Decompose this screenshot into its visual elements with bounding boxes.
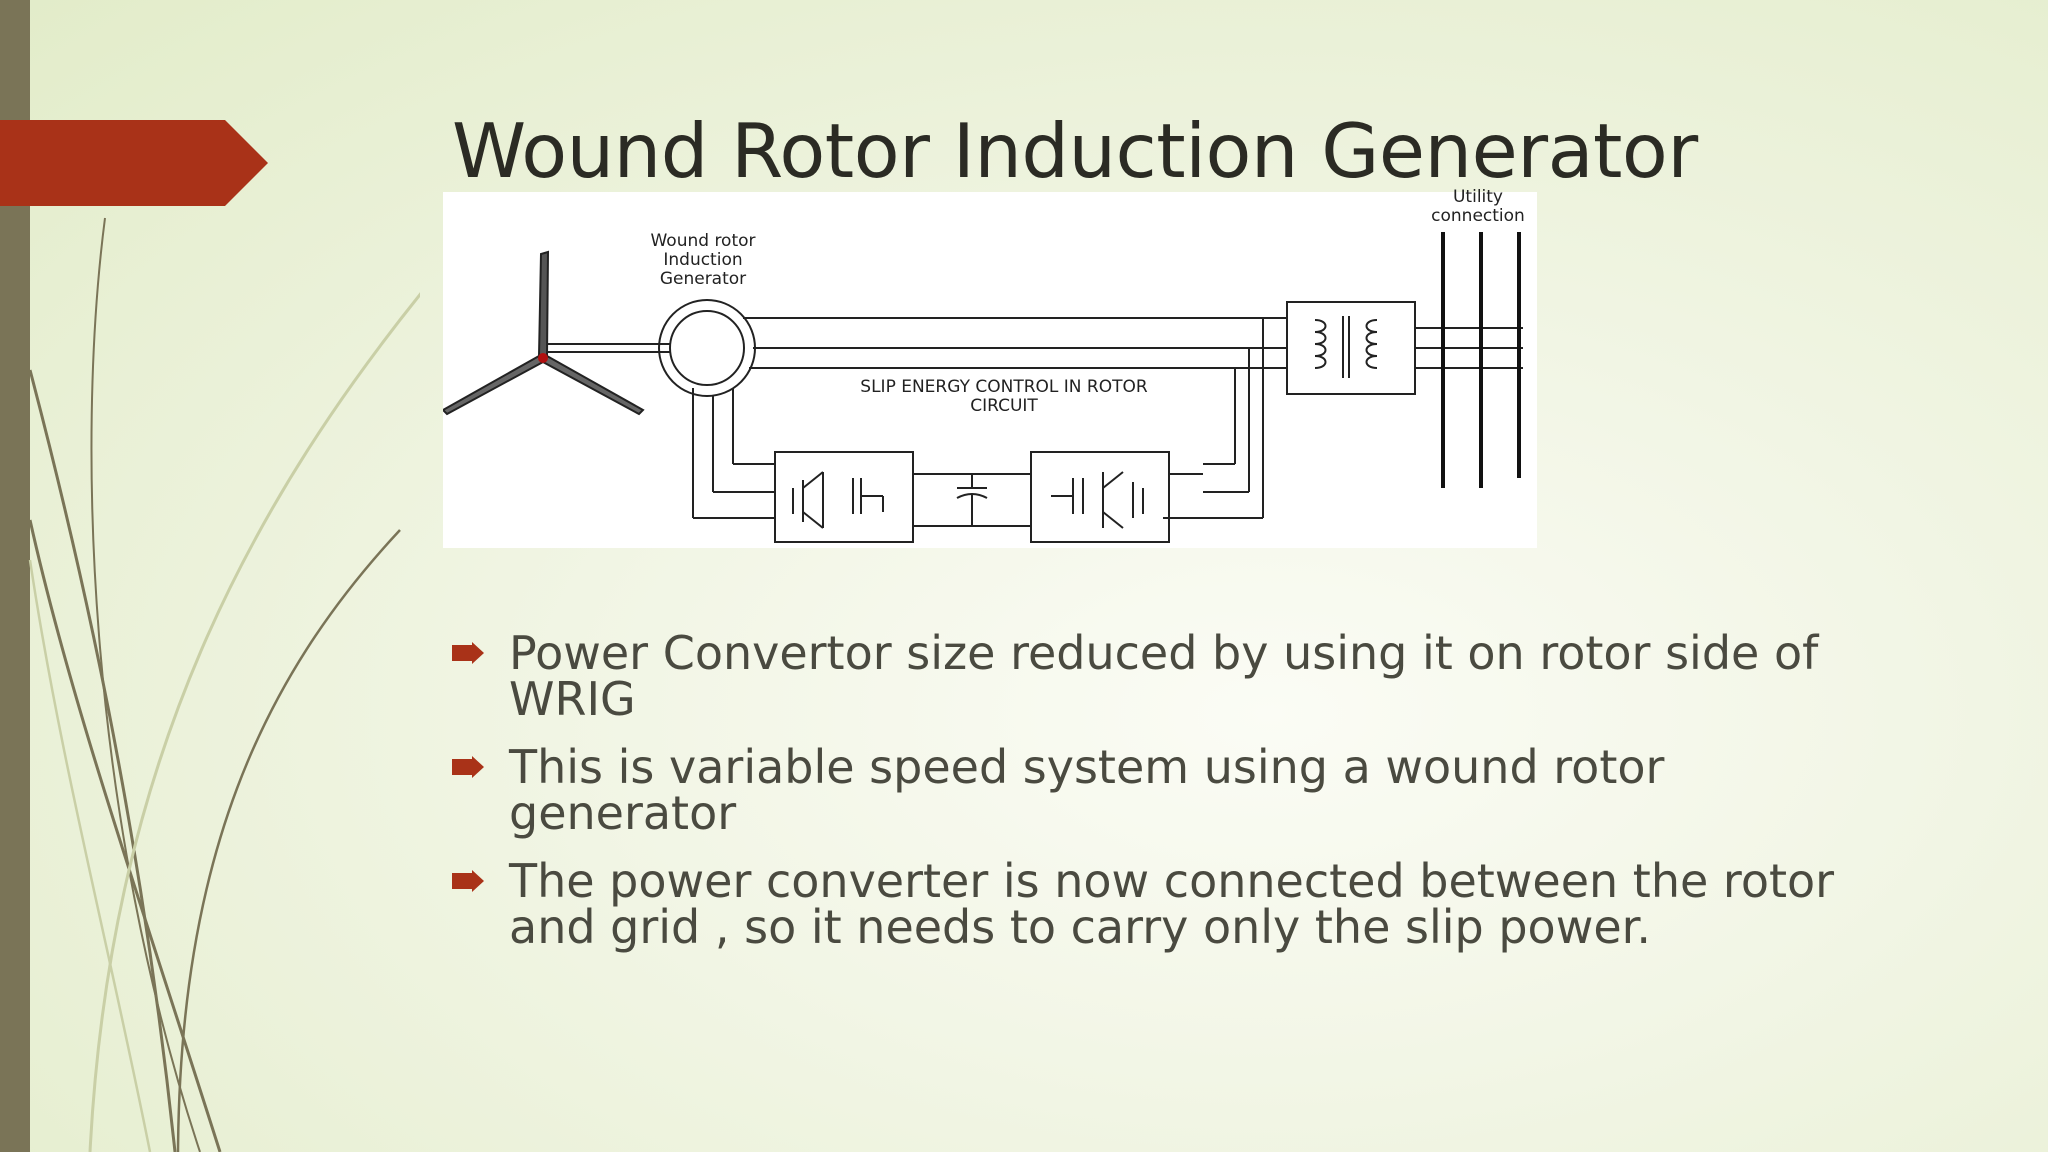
grid-side-converter — [1030, 451, 1170, 543]
decorative-curved-lines — [28, 217, 420, 1152]
arrow-bullet-icon — [452, 870, 484, 892]
wrig-circuit-diagram: Wound rotor Induction Generator Utility … — [443, 188, 1537, 548]
bullet-text: This is variable speed system using a wo… — [509, 740, 1665, 840]
wind-turbine-icon — [443, 250, 645, 416]
circuit-schematic — [443, 232, 1523, 543]
arrow-bullet-icon — [452, 756, 484, 778]
bullet-text: The power converter is now connected bet… — [509, 854, 1835, 954]
arrow-bullet-icon — [452, 642, 484, 664]
slip-energy-control-label: SLIP ENERGY CONTROL IN ROTOR CIRCUIT — [799, 378, 1209, 416]
utility-grid-bars — [1441, 232, 1521, 488]
generator-circle — [658, 299, 756, 397]
slide-title: Wound Rotor Induction Generator — [452, 107, 1698, 195]
title-accent-arrow — [0, 120, 268, 206]
bullet-item: This is variable speed system using a wo… — [452, 744, 1872, 836]
bullet-item: Power Convertor size reduced by using it… — [452, 630, 1872, 722]
generator-label: Wound rotor Induction Generator — [643, 232, 763, 289]
bullet-text: Power Convertor size reduced by using it… — [509, 626, 1819, 726]
bullet-item: The power converter is now connected bet… — [452, 858, 1872, 950]
bullet-list: Power Convertor size reduced by using it… — [452, 630, 1872, 972]
utility-connection-label: Utility connection — [1431, 187, 1525, 226]
rotor-side-converter — [774, 451, 914, 543]
transformer — [1286, 301, 1416, 395]
